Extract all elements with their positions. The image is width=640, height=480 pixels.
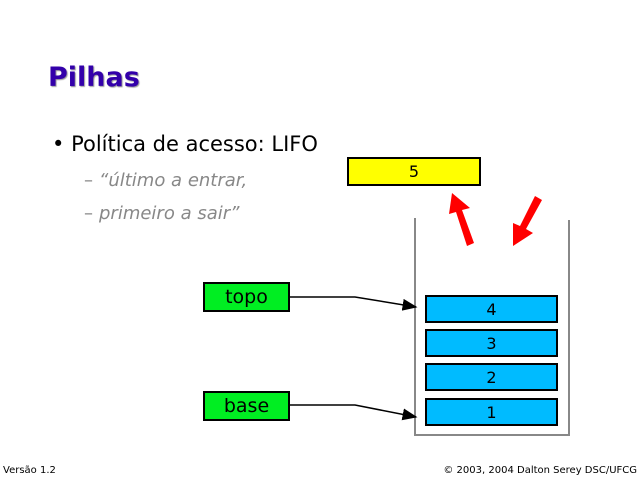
push-arrow-icon xyxy=(513,196,542,246)
sub-item: –“último a entrar, xyxy=(84,170,248,191)
stack-item: 3 xyxy=(425,329,558,357)
stack-item: 4 xyxy=(425,295,558,323)
slide-title: Pilhas xyxy=(48,62,140,93)
popped-item: 5 xyxy=(347,157,481,186)
sub-item: –primeiro a sair” xyxy=(84,203,240,224)
sub-item-text: “último a entrar, xyxy=(99,170,248,191)
sub-item-text: primeiro a sair” xyxy=(99,203,240,224)
stack-container xyxy=(414,218,570,436)
topo-pointer-arrow xyxy=(289,296,418,311)
stack-item: 2 xyxy=(425,363,558,391)
footer-version: Versão 1.2 xyxy=(3,465,56,476)
bullet-item: • Política de acesso: LIFO xyxy=(52,132,318,156)
bullet-text: Política de acesso: LIFO xyxy=(71,132,318,156)
pop-arrow-icon xyxy=(449,193,474,246)
base-pointer-arrow xyxy=(289,404,418,421)
base-pointer: base xyxy=(203,391,290,421)
stack-item: 1 xyxy=(425,398,558,426)
footer-copyright: © 2003, 2004 Dalton Serey DSC/UFCG xyxy=(443,465,637,476)
topo-pointer: topo xyxy=(203,282,290,312)
